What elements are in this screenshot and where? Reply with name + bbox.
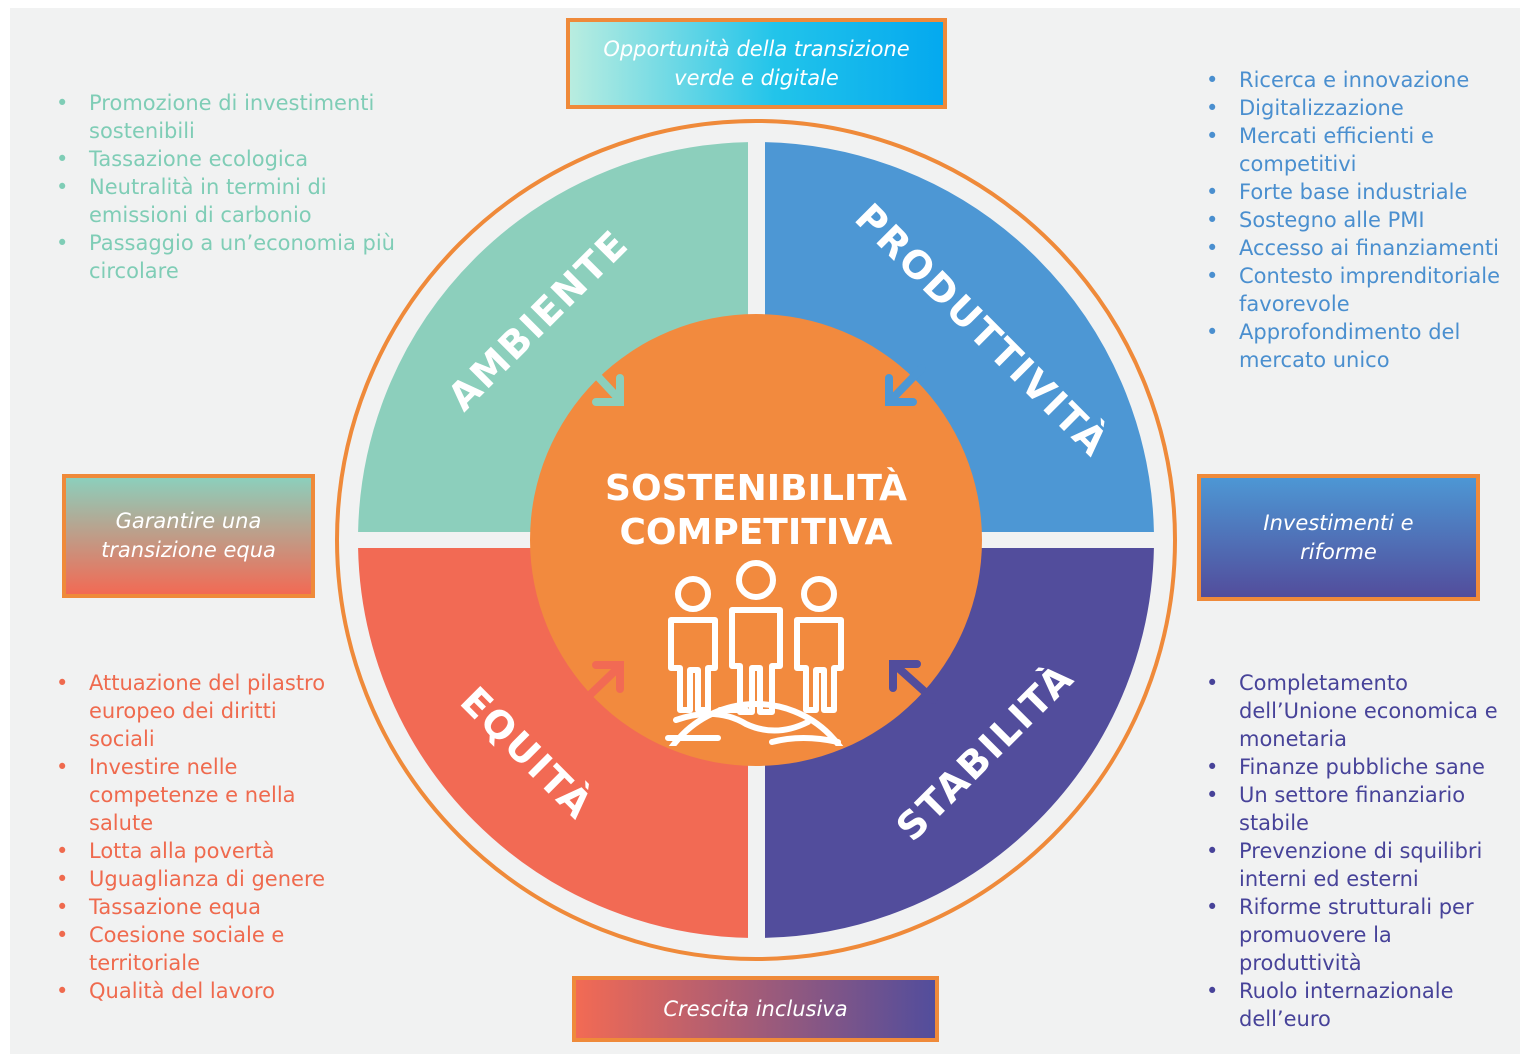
list-item: Neutralità in termini di emissioni di ca… <box>56 173 396 229</box>
callout-left: Garantire una transizione equa <box>62 474 315 598</box>
list-item: Lotta alla povertà <box>56 837 341 865</box>
list-produttivita: Ricerca e innovazione Digitalizzazione M… <box>1206 66 1511 374</box>
callout-right: Investimenti e riforme <box>1197 474 1480 601</box>
callout-left-text: Garantire una transizione equa <box>101 509 276 562</box>
list-item: Prevenzione di squilibri interni ed este… <box>1206 837 1521 893</box>
list-item: Passaggio a un’economia più circolare <box>56 229 396 285</box>
arrow-icon <box>568 661 624 716</box>
list-item: Promozione di investimenti sostenibili <box>56 89 396 145</box>
arrow-icon <box>586 364 624 406</box>
list-item: Tassazione equa <box>56 893 341 921</box>
center-circle <box>530 314 982 766</box>
list-item: Completamento dell’Unione economica e mo… <box>1206 669 1521 753</box>
list-item: Finanze pubbliche sane <box>1206 753 1521 781</box>
list-item: Investire nelle competenze e nella salut… <box>56 753 341 837</box>
list-item: Accesso ai finanziamenti <box>1206 234 1511 262</box>
arrow-icon <box>889 660 938 704</box>
callout-top: Opportunità della transizione verde e di… <box>566 18 947 109</box>
list-item: Contesto imprenditoriale favorevole <box>1206 262 1511 318</box>
callout-bottom-text: Crescita inclusiva <box>663 996 848 1021</box>
callout-right-text: Investimenti e riforme <box>1263 510 1414 564</box>
list-item: Approfondimento del mercato unico <box>1206 318 1511 374</box>
list-item: Digitalizzazione <box>1206 94 1511 122</box>
list-item: Riforme strutturali per promuovere la pr… <box>1206 893 1521 977</box>
center-title-line2: COMPETITIVA <box>619 512 892 553</box>
list-item: Sostegno alle PMI <box>1206 206 1511 234</box>
list-equita: Attuazione del pilastro europeo dei diri… <box>56 669 341 1005</box>
outer-ring <box>335 119 1177 961</box>
list-item: Qualità del lavoro <box>56 977 341 1005</box>
list-item: Mercati efficienti e competitivi <box>1206 122 1511 178</box>
list-item: Tassazione ecologica <box>56 145 396 173</box>
list-item: Forte base industriale <box>1206 178 1511 206</box>
list-item: Attuazione del pilastro europeo dei diri… <box>56 669 341 753</box>
list-item: Coesione sociale e territoriale <box>56 921 341 977</box>
center-title-line1: SOSTENIBILITÀ <box>605 467 907 509</box>
list-stabilita: Completamento dell’Unione economica e mo… <box>1206 669 1521 1033</box>
list-item: Un settore finanziario stabile <box>1206 781 1521 837</box>
list-item: Ruolo internazionale dell’euro <box>1206 977 1521 1033</box>
callout-bottom: Crescita inclusiva <box>572 976 939 1042</box>
people-on-globe-icon <box>665 560 844 746</box>
list-item: Uguaglianza di genere <box>56 865 341 893</box>
callout-top-text: Opportunità della transizione verde e di… <box>603 36 910 90</box>
list-item: Ricerca e innovazione <box>1206 66 1511 94</box>
list-ambiente: Promozione di investimenti sostenibili T… <box>56 89 396 285</box>
arrow-icon <box>885 364 926 406</box>
